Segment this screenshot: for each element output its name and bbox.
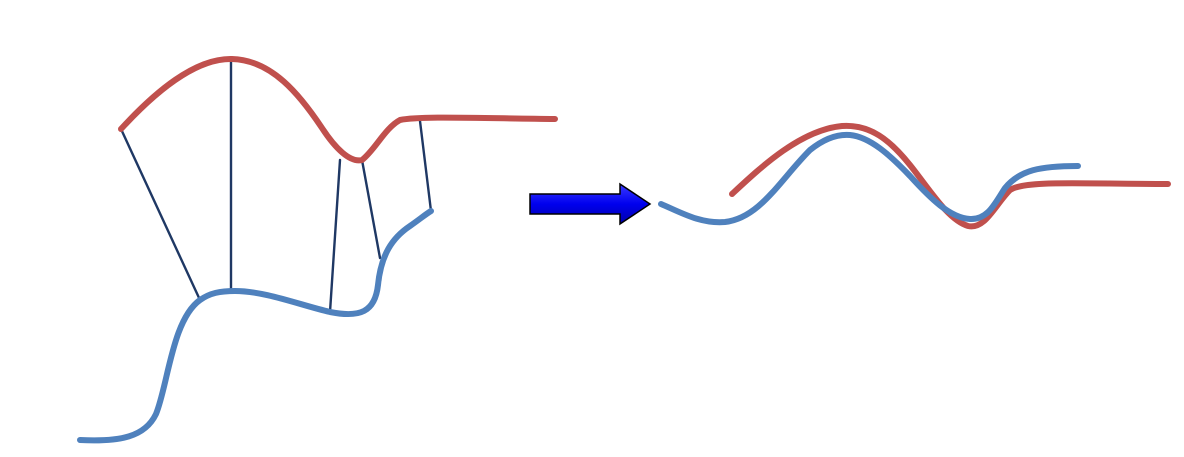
correspondence-line [119,127,202,302]
before-alignment-panel [77,55,558,444]
after-alignment-panel [658,122,1171,230]
blue-curve-after [658,131,1081,226]
red-curve-before [118,55,558,164]
correspondence-line [360,158,382,260]
right-arrow-icon [529,182,652,226]
blue-curve-before [77,208,434,444]
correspondence-line [328,158,342,314]
correspondence-line [418,119,433,213]
correspondence-lines [119,57,433,314]
